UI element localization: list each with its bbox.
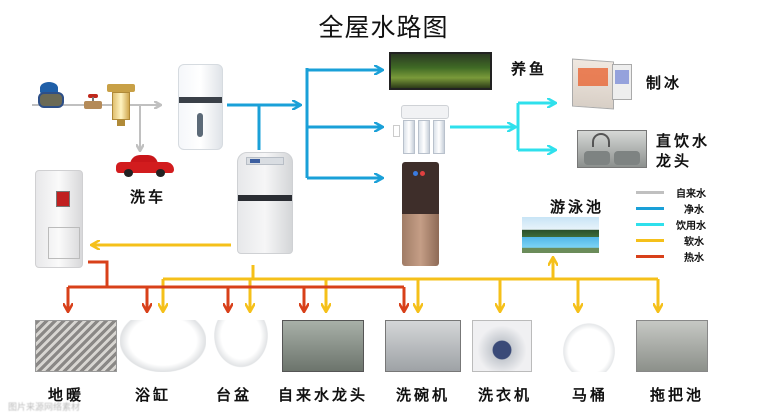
- refrigerator-icon: [572, 58, 632, 110]
- arrow-to-central-purifier: [139, 105, 160, 110]
- purified-water-lines: [227, 68, 382, 178]
- aquarium-icon: [389, 52, 492, 90]
- legend-label: 净水: [684, 205, 704, 216]
- legend-swatch: [636, 239, 664, 242]
- car-icon: [116, 155, 174, 177]
- endpoint-label: 自来水龙头: [278, 386, 369, 404]
- soft-water-lines: [92, 245, 658, 311]
- water-softener-icon: [237, 152, 293, 254]
- swimming-pool-icon: [522, 217, 599, 253]
- water-meter-icon: [36, 82, 66, 112]
- tap-faucet-icon: [282, 320, 364, 372]
- endpoint-label: 洗碗机: [396, 386, 451, 404]
- toilet-icon: [560, 320, 618, 372]
- label-direct-drink-line2: 龙头: [656, 152, 693, 170]
- dishwasher-icon: [385, 320, 461, 372]
- washbasin-icon: [210, 320, 272, 372]
- valve-icon: [82, 94, 104, 110]
- legend-label: 热水: [684, 253, 704, 264]
- endpoint-label: 台盆: [216, 386, 253, 404]
- label-pool: 游泳池: [550, 198, 605, 216]
- ro-purifier-icon: [393, 105, 451, 155]
- legend-swatch: [636, 223, 664, 226]
- diagram-title: 全屋水路图: [318, 13, 449, 42]
- water-dispenser-icon: [402, 162, 439, 266]
- label-aquarium: 养鱼: [511, 60, 548, 78]
- endpoint-label: 马桶: [572, 386, 609, 404]
- legend-swatch: [636, 255, 664, 258]
- endpoint-label: 拖把池: [650, 386, 705, 404]
- direct-drink-faucet-icon: [577, 130, 647, 168]
- label-car-wash: 洗车: [130, 188, 167, 206]
- endpoint-label: 浴缸: [135, 386, 172, 404]
- legend-swatch: [636, 207, 664, 210]
- label-direct-drink-line1: 直饮水: [656, 132, 711, 150]
- hot-water-lines: [68, 260, 404, 311]
- floor-heating-icon: [35, 320, 117, 372]
- pre-filter-icon: [107, 84, 135, 128]
- endpoint-label: 地暖: [48, 386, 85, 404]
- endpoint-label: 洗衣机: [478, 386, 533, 404]
- central-purifier-icon: [178, 64, 223, 150]
- mop-sink-icon: [636, 320, 708, 372]
- legend-label: 饮用水: [676, 221, 706, 232]
- water-heater-icon: [35, 170, 83, 268]
- drinking-water-lines: [450, 103, 555, 150]
- watermark: 图片来源网络素材: [8, 403, 81, 413]
- label-ice: 制冰: [646, 74, 683, 92]
- legend-label: 软水: [684, 237, 704, 248]
- legend-label: 自来水: [676, 189, 706, 200]
- legend-swatch: [636, 191, 664, 194]
- bathtub-icon: [120, 320, 206, 372]
- washing-machine-icon: [472, 320, 532, 372]
